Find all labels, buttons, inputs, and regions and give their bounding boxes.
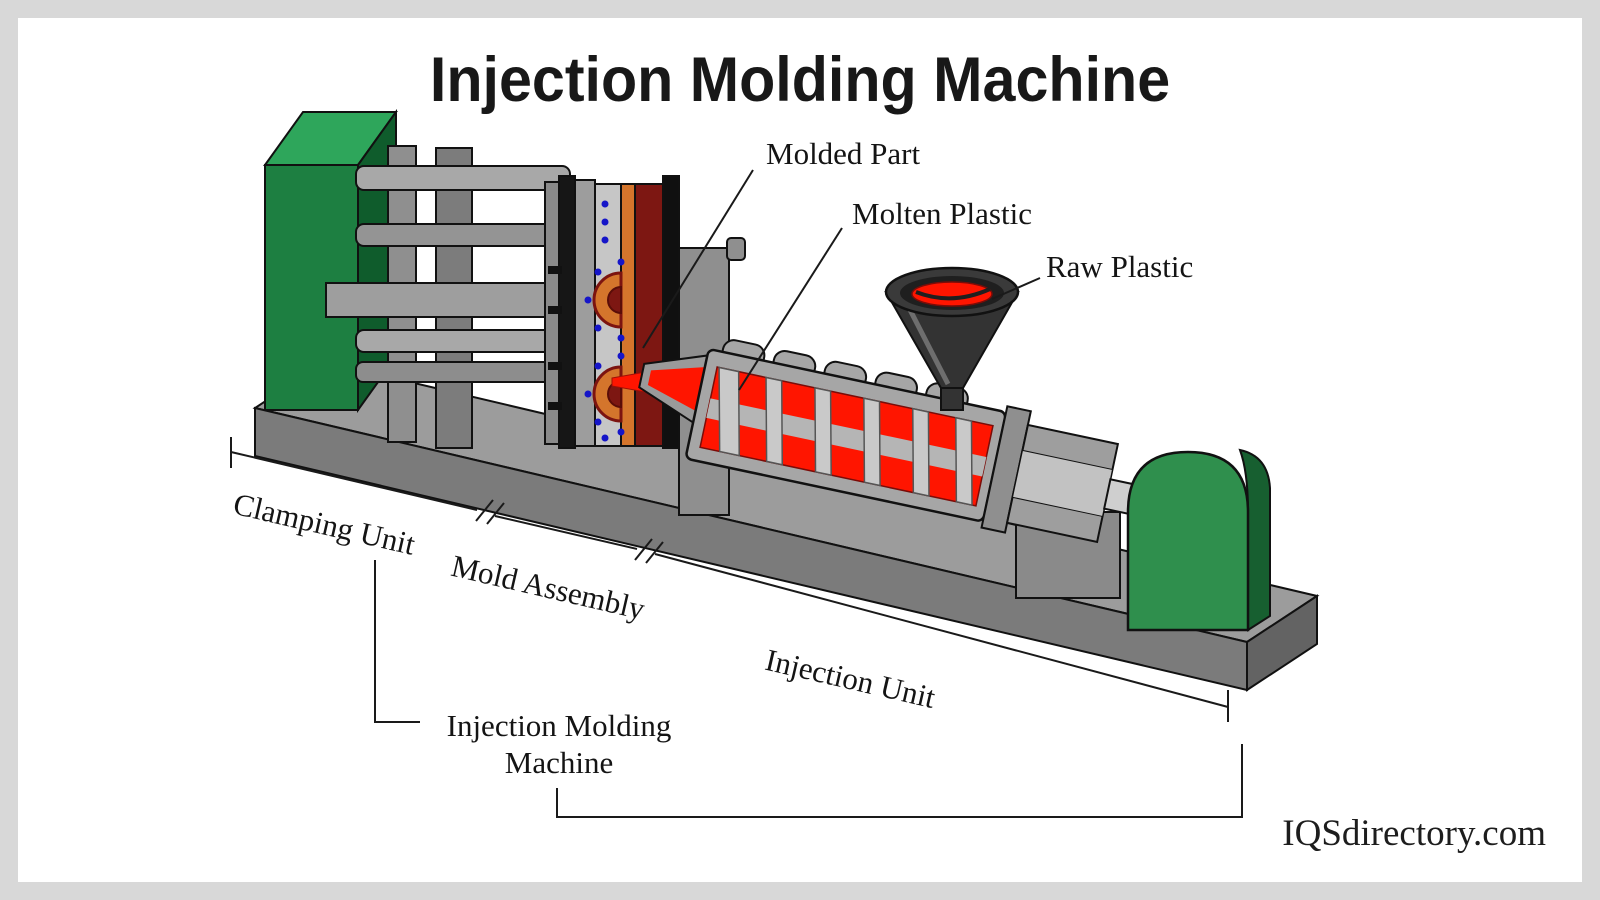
callout-molded-part: Molded Part: [766, 136, 921, 171]
leader-lines: [642, 169, 1041, 391]
callout-raw-plastic: Raw Plastic: [1046, 249, 1194, 284]
machine-bracket-line: [374, 560, 420, 723]
machine-bracket-label: Injection Molding Machine: [446, 708, 672, 780]
tie-bars: [355, 165, 571, 383]
page-title: Injection Molding Machine: [429, 45, 1171, 115]
raw-plastic-melt: [911, 281, 993, 307]
watermark-text: IQSdirectory.com: [1282, 813, 1546, 854]
dimension-lines: [230, 437, 1243, 818]
callout-molten-plastic: Molten Plastic: [852, 196, 1032, 231]
clamping-ram: [325, 282, 573, 318]
motor-housing: [1126, 448, 1271, 632]
overall-bracket-line: [556, 744, 1243, 818]
raw-plastic-leader: [991, 277, 1041, 300]
screw-flights: [718, 366, 973, 506]
molten-plastic-leader: [738, 227, 843, 391]
nozzle-melt: [647, 366, 707, 412]
hopper: [884, 266, 1020, 411]
molded-part-leader: [642, 169, 754, 349]
cooling-channel-dots: [584, 200, 625, 442]
